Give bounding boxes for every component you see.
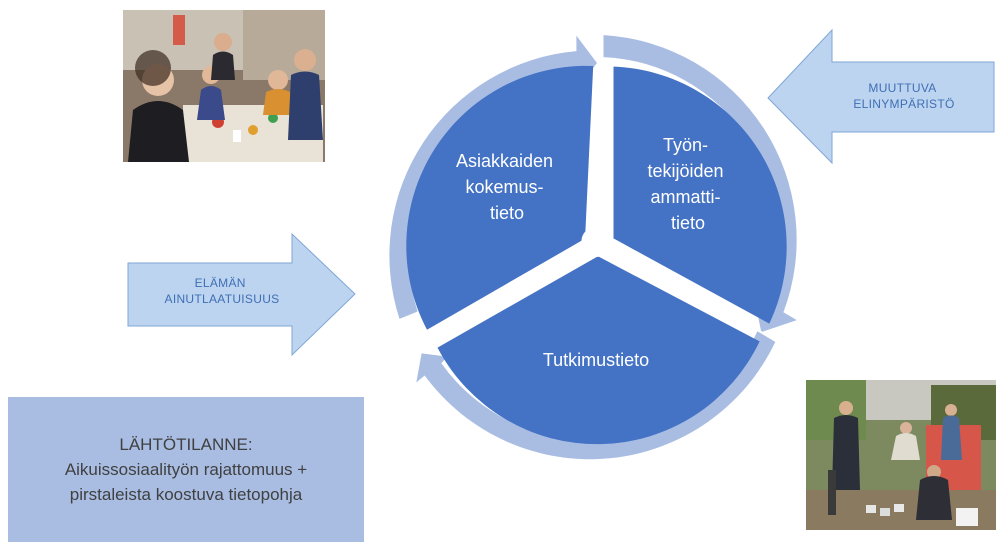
segment-label-line: tieto xyxy=(490,203,524,223)
arrow-label-line: ELÄMÄN xyxy=(195,276,246,290)
segment-label-tutkimustieto: Tutkimustieto xyxy=(543,350,649,370)
start-box-line: Aikuissosiaalityön rajattomuus + xyxy=(64,460,308,479)
arrow-elaman-ainutlaatuisuus xyxy=(127,232,356,357)
photo-family-illustration xyxy=(123,10,325,162)
arrow-label-line: AINUTLAATUISUUS xyxy=(165,292,280,306)
segment-label-asiakkaiden: Asiakkaiden kokemus- tieto xyxy=(456,151,558,223)
segment-label-line: tieto xyxy=(671,213,705,233)
start-box-line: pirstaleista koostuva tietopohja xyxy=(69,485,303,504)
segment-asiakkaiden xyxy=(406,65,594,330)
starting-situation-box: LÄHTÖTILANNE: Aikuissosiaalityön rajatto… xyxy=(8,397,364,542)
arrow-label-muuttuva: MUUTTUVA ELINYMPÄRISTÖ xyxy=(853,81,954,111)
segment-label-line: kokemus- xyxy=(465,177,543,197)
segment-label-line: ammatti- xyxy=(650,187,720,207)
start-box-line: LÄHTÖTILANNE: xyxy=(119,435,253,454)
segment-tyontekijoiden xyxy=(613,66,787,324)
arrow-label-elaman: ELÄMÄN AINUTLAATUISUUS xyxy=(165,276,280,306)
cycle-ring-arc-3 xyxy=(416,331,776,460)
photo-family-crafts xyxy=(123,10,325,162)
segment-label-line: tekijöiden xyxy=(647,161,723,181)
cycle-ring-arc-2 xyxy=(603,35,797,332)
photo-garden-work xyxy=(806,380,996,530)
photo-garden-illustration xyxy=(806,380,996,530)
arrow-label-line: MUUTTUVA xyxy=(868,81,936,95)
segment-label-line: Työn- xyxy=(663,135,708,155)
segment-tutkimustieto xyxy=(437,256,760,445)
segment-label-tyontekijoiden: Työn- tekijöiden ammatti- tieto xyxy=(647,135,728,233)
arrow-muuttuva-elinymparisto xyxy=(767,28,995,165)
arrow-label-line: ELINYMPÄRISTÖ xyxy=(853,97,954,111)
segment-label-line: Asiakkaiden xyxy=(456,151,553,171)
segment-label-line: Tutkimustieto xyxy=(543,350,649,370)
